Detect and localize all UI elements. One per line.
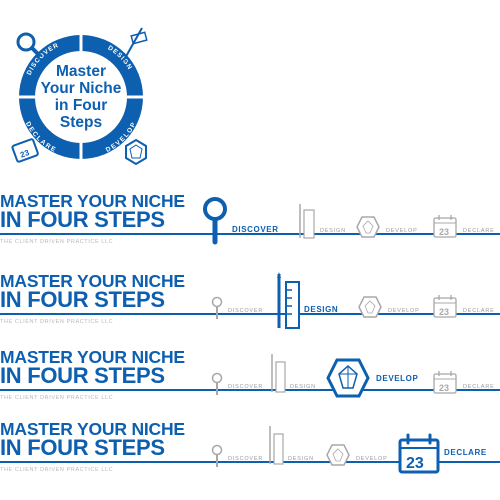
step-row-discover: MASTER YOUR NICHE IN FOUR STEPS THE CLIE… bbox=[0, 192, 500, 272]
step-row-develop: MASTER YOUR NICHE IN FOUR STEPS THE CLIE… bbox=[0, 348, 500, 428]
step-label-discover: DISCOVER bbox=[232, 225, 279, 234]
step-label-design: DESIGN bbox=[304, 305, 339, 314]
badge-title: Master Your Niche in Four Steps bbox=[39, 55, 123, 139]
step-label-declare: DECLARE bbox=[463, 228, 495, 234]
step-label-develop: DEVELOP bbox=[376, 374, 419, 383]
magnifier-icon bbox=[16, 32, 41, 57]
pencil-ruler-icon bbox=[269, 426, 284, 465]
svg-text:23: 23 bbox=[19, 148, 31, 160]
step-row-design: MASTER YOUR NICHE IN FOUR STEPS THE CLIE… bbox=[0, 272, 500, 352]
magnifier-icon bbox=[203, 197, 227, 245]
step-label-discover: DISCOVER bbox=[228, 456, 264, 462]
row-title-line2: IN FOUR STEPS bbox=[0, 207, 165, 232]
hexagon-gem-icon bbox=[358, 296, 382, 318]
step-row-declare: MASTER YOUR NICHE IN FOUR STEPS THE CLIE… bbox=[0, 420, 500, 500]
step-label-develop: DEVELOP bbox=[386, 228, 418, 234]
hexagon-gem-icon bbox=[326, 358, 370, 398]
magnifier-icon bbox=[211, 372, 223, 395]
calendar-icon: 23 bbox=[398, 433, 440, 474]
timeline-line bbox=[0, 313, 500, 315]
step-label-develop: DEVELOP bbox=[388, 308, 420, 314]
row-title-line1: MASTER YOUR NICHE bbox=[0, 347, 185, 367]
row-subtitle: THE CLIENT DRIVEN PRACTICE LLC bbox=[0, 319, 114, 325]
step-label-discover: DISCOVER bbox=[228, 384, 264, 390]
circle-badge: DISCOVER DESIGN DEVELOP DECLARE 23 Maste… bbox=[6, 22, 156, 172]
step-label-develop: DEVELOP bbox=[356, 456, 388, 462]
step-label-discover: DISCOVER bbox=[228, 308, 264, 314]
timeline-line bbox=[0, 389, 500, 391]
timeline-line bbox=[0, 461, 500, 463]
timeline-line bbox=[0, 233, 500, 235]
hexagon-gem-icon bbox=[356, 216, 380, 238]
step-label-design: DESIGN bbox=[288, 456, 314, 462]
magnifier-icon bbox=[211, 444, 223, 467]
calendar-icon: 23 bbox=[11, 138, 39, 163]
step-label-design: DESIGN bbox=[290, 384, 316, 390]
badge-title-line: in Four bbox=[54, 97, 108, 114]
pencil-ruler-icon bbox=[271, 354, 286, 393]
step-label-declare: DECLARE bbox=[444, 448, 487, 457]
step-label-design: DESIGN bbox=[320, 228, 346, 234]
row-title-line2: IN FOUR STEPS bbox=[0, 287, 165, 312]
pencil-ruler-icon bbox=[277, 272, 300, 329]
hexagon-gem-icon bbox=[125, 138, 147, 166]
hexagon-gem-icon bbox=[326, 444, 350, 466]
calendar-icon: 23 bbox=[433, 215, 457, 238]
badge-ring: DISCOVER DESIGN DEVELOP DECLARE 23 bbox=[11, 27, 148, 166]
badge-title-line: Your Niche bbox=[40, 80, 122, 97]
svg-text:23: 23 bbox=[439, 227, 449, 237]
step-label-declare: DECLARE bbox=[463, 384, 495, 390]
magnifier-icon bbox=[211, 296, 223, 319]
row-title-line2: IN FOUR STEPS bbox=[0, 363, 165, 388]
svg-text:23: 23 bbox=[406, 455, 424, 472]
row-title-line1: MASTER YOUR NICHE bbox=[0, 419, 185, 439]
row-title-line1: MASTER YOUR NICHE bbox=[0, 271, 185, 291]
row-subtitle: THE CLIENT DRIVEN PRACTICE LLC bbox=[0, 239, 114, 245]
calendar-icon: 23 bbox=[433, 295, 457, 318]
row-subtitle: THE CLIENT DRIVEN PRACTICE LLC bbox=[0, 395, 114, 401]
row-subtitle: THE CLIENT DRIVEN PRACTICE LLC bbox=[0, 467, 114, 473]
calendar-icon: 23 bbox=[433, 371, 457, 394]
pencil-ruler-icon bbox=[123, 27, 148, 61]
pencil-ruler-icon bbox=[299, 204, 315, 239]
svg-text:23: 23 bbox=[439, 307, 449, 317]
badge-title-line: Master bbox=[56, 63, 106, 80]
svg-text:23: 23 bbox=[439, 383, 449, 393]
step-label-declare: DECLARE bbox=[463, 308, 495, 314]
row-title-line1: MASTER YOUR NICHE bbox=[0, 191, 185, 211]
row-title-line2: IN FOUR STEPS bbox=[0, 435, 165, 460]
badge-title-line: Steps bbox=[59, 114, 103, 131]
